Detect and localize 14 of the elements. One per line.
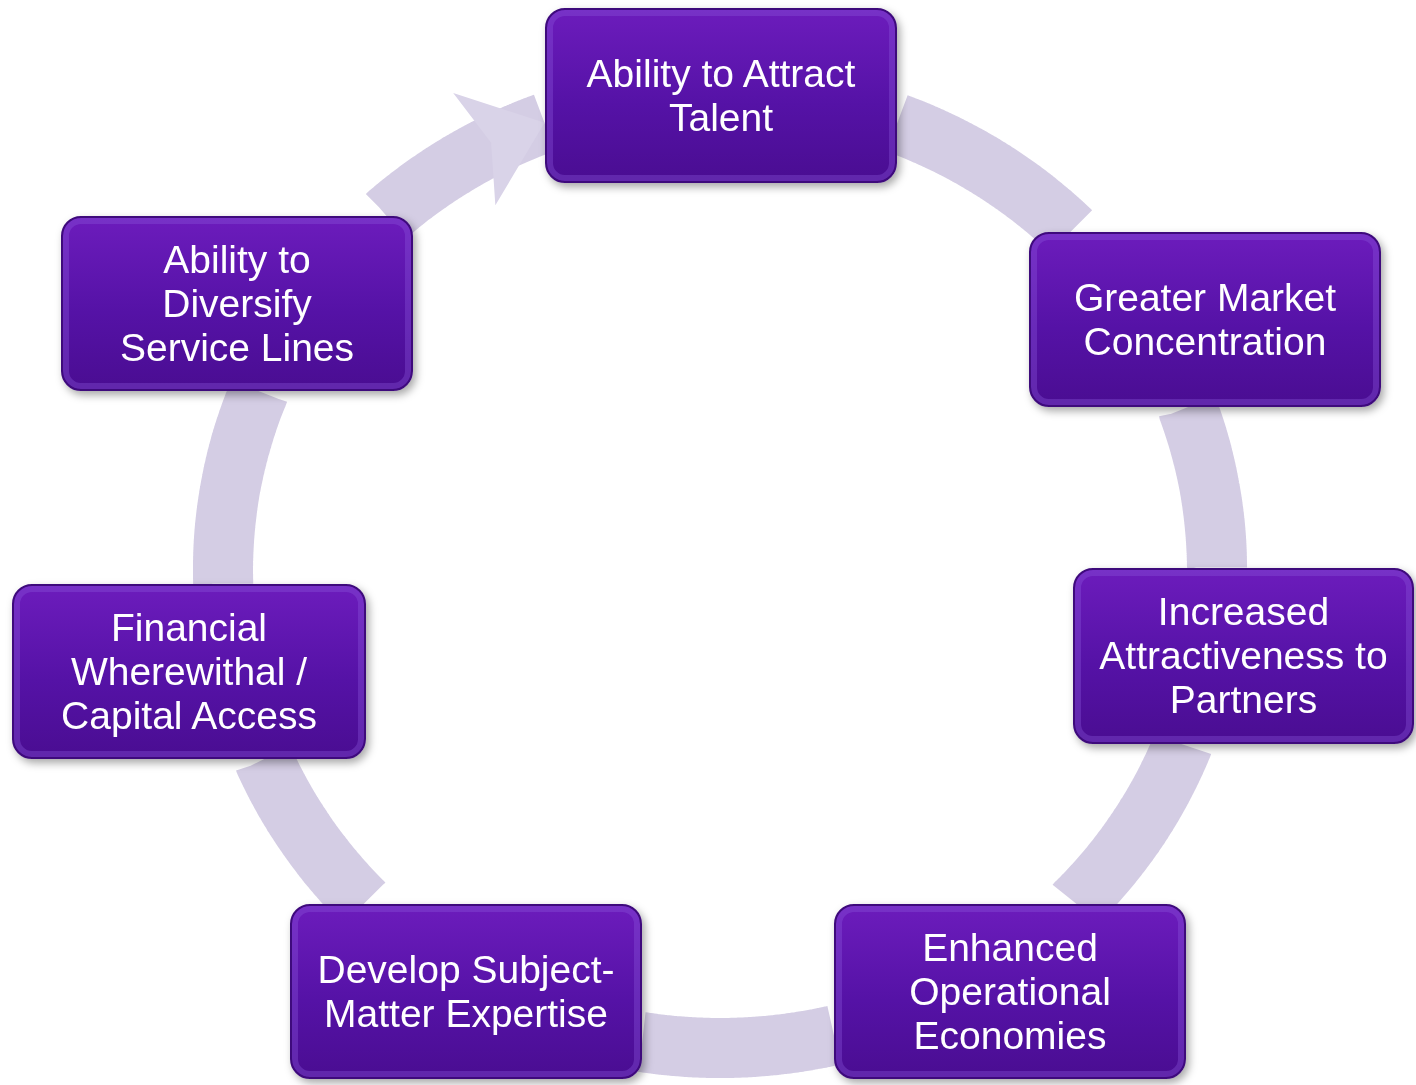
- step-box: [834, 904, 1186, 1079]
- step-box: [1029, 232, 1381, 407]
- step-label: Enhanced Operational Economies: [908, 925, 1112, 1058]
- step-label: Greater Market Concentration: [1072, 275, 1338, 364]
- step-box: [290, 904, 642, 1079]
- step-box: [1073, 568, 1414, 744]
- step-label: Increased Attractiveness to Partners: [1098, 590, 1389, 722]
- step-box: [61, 216, 413, 391]
- step-label: Financial Wherewithal / Capital Access: [60, 605, 318, 738]
- step-label: Ability to Attract Talent: [585, 51, 857, 140]
- step-box: [12, 584, 366, 759]
- step-box: [545, 8, 897, 183]
- step-label: Develop Subject-Matter Expertise: [316, 947, 616, 1036]
- step-label: Ability to Diversify Service Lines: [118, 237, 356, 370]
